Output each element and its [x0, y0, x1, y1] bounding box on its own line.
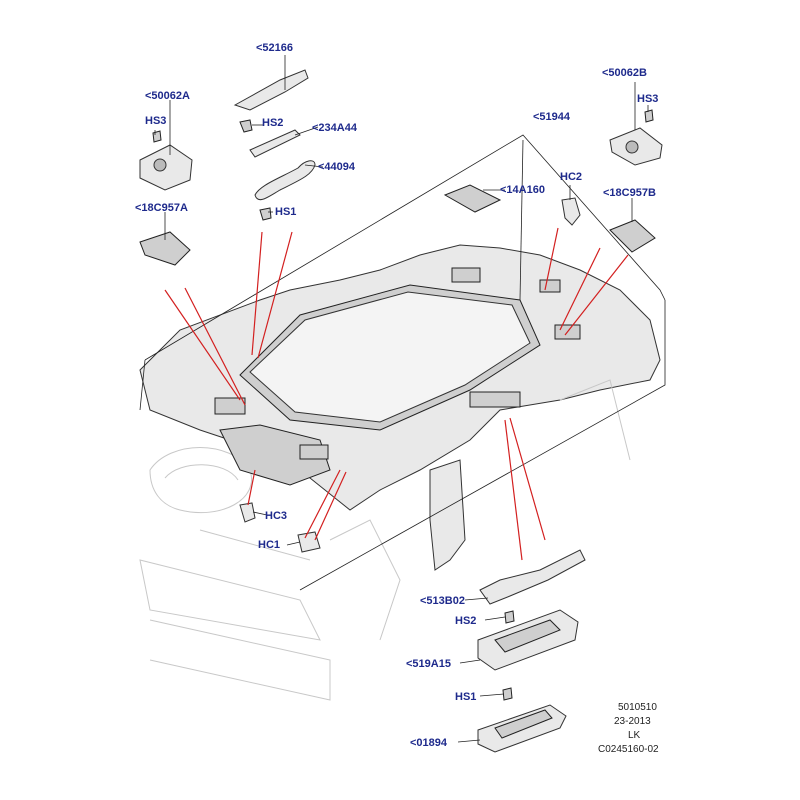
clip-HC2 [561, 197, 581, 226]
callout-513B02[interactable]: <513B02 [420, 595, 465, 607]
vehicle-ghost-outline [139, 447, 401, 701]
callout-01894[interactable]: <01894 [410, 737, 448, 749]
pillar-trim [429, 379, 631, 571]
reference-date: 23-2013 [614, 716, 651, 727]
callout-51944[interactable]: <51944 [533, 111, 571, 123]
reference-number: 5010510 [618, 702, 657, 713]
pad-14A160 [443, 184, 502, 213]
bracket-52166 [233, 69, 309, 111]
callout-HS3-right[interactable]: HS3 [637, 93, 658, 105]
callout-18C957A[interactable]: <18C957A [135, 202, 188, 214]
callout-52166[interactable]: <52166 [256, 42, 293, 54]
callout-HS2-bottom[interactable]: HS2 [455, 615, 476, 627]
reference-drawing-id: C0245160-02 [598, 744, 659, 755]
screw-HS2-bottom [504, 610, 515, 624]
bracket-513B02 [479, 549, 586, 605]
console-519A15 [477, 609, 579, 671]
callout-HS3-left[interactable]: HS3 [145, 115, 166, 127]
callout-HS2-top[interactable]: HS2 [262, 117, 283, 129]
reference-initials: LK [628, 730, 641, 741]
callout-HS1-bottom[interactable]: HS1 [455, 691, 476, 703]
callout-44094[interactable]: <44094 [318, 161, 356, 173]
grab-handle-44094 [254, 160, 316, 201]
screw-HS3-left [152, 130, 162, 143]
callout-234A44[interactable]: <234A44 [312, 122, 358, 134]
screw-HS1-bottom [502, 687, 513, 701]
lamp-01894 [477, 704, 567, 753]
callout-519A15[interactable]: <519A15 [406, 658, 451, 670]
drawing-reference: 5010510 23-2013 LK C0245160-02 [598, 702, 659, 755]
clip-HC3 [239, 502, 256, 523]
screw-HS2-top [239, 119, 253, 133]
callout-HS1-top[interactable]: HS1 [275, 206, 296, 218]
screw-HS1-top [259, 207, 272, 221]
clip-HC1 [297, 531, 321, 553]
callout-HC1[interactable]: HC1 [258, 539, 280, 551]
callout-HC2[interactable]: HC2 [560, 171, 582, 183]
lamp-50062B [609, 127, 663, 166]
callout-leaders [154, 55, 649, 743]
screw-HS3-right [644, 109, 654, 123]
headlining-frame [139, 134, 666, 591]
callout-labels: <52166 <50062A HS3 HS2 <234A44 <44094 HS… [135, 42, 658, 749]
bracket-234A44 [249, 129, 301, 158]
callout-14A160[interactable]: <14A160 [500, 184, 545, 196]
callout-50062A[interactable]: <50062A [145, 90, 190, 102]
callout-50062B[interactable]: <50062B [602, 67, 647, 79]
highlight-leaders [164, 227, 629, 561]
callout-HC3[interactable]: HC3 [265, 510, 287, 522]
lamp-50062A [139, 144, 193, 191]
callout-18C957B[interactable]: <18C957B [603, 187, 656, 199]
lamp-18C957B [609, 219, 656, 253]
